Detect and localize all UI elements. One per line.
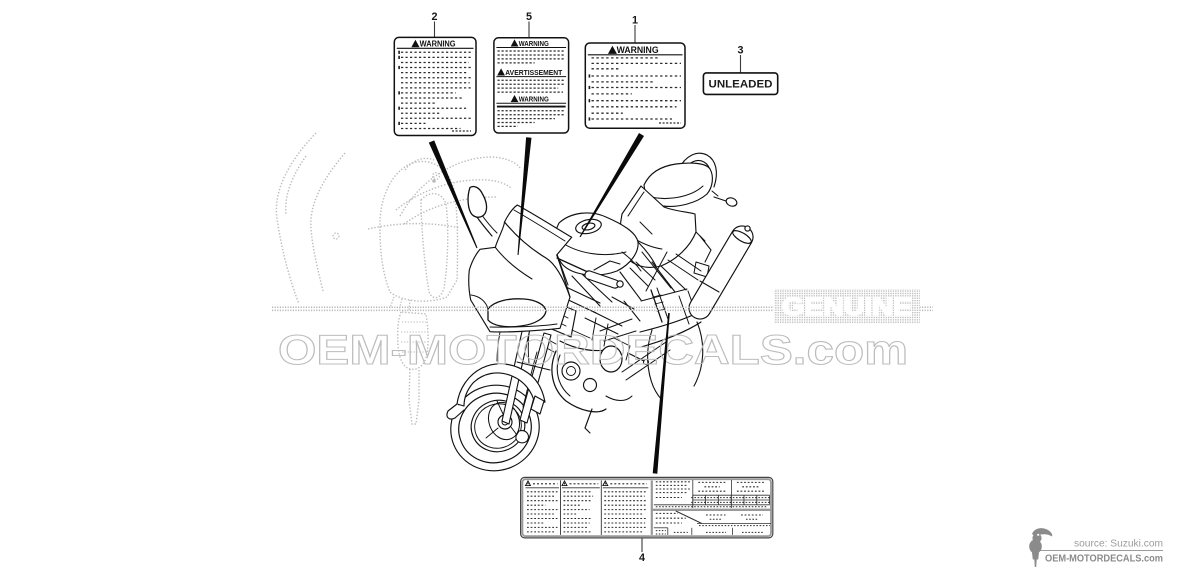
svg-text:OEM-MOTORDECALS.com: OEM-MOTORDECALS.com	[1045, 553, 1163, 565]
svg-text:WARNING: WARNING	[617, 45, 659, 55]
svg-text:3: 3	[737, 45, 743, 57]
svg-text:1: 1	[632, 15, 638, 27]
svg-text:4: 4	[639, 552, 645, 564]
svg-text:WARNING: WARNING	[519, 39, 549, 48]
svg-text:WARNING: WARNING	[519, 94, 549, 103]
svg-text:source: Suzuki.com: source: Suzuki.com	[1074, 538, 1163, 550]
svg-text:WARNING: WARNING	[420, 39, 456, 48]
svg-text:2: 2	[431, 11, 437, 23]
svg-text:5: 5	[526, 11, 532, 23]
svg-text:AVERTISSEMENT: AVERTISSEMENT	[505, 70, 563, 77]
svg-text:OEM-MOTORDECALS.com: OEM-MOTORDECALS.com	[278, 326, 908, 373]
svg-text:UNLEADED: UNLEADED	[709, 79, 773, 91]
svg-text:GENUINE: GENUINE	[782, 293, 912, 321]
